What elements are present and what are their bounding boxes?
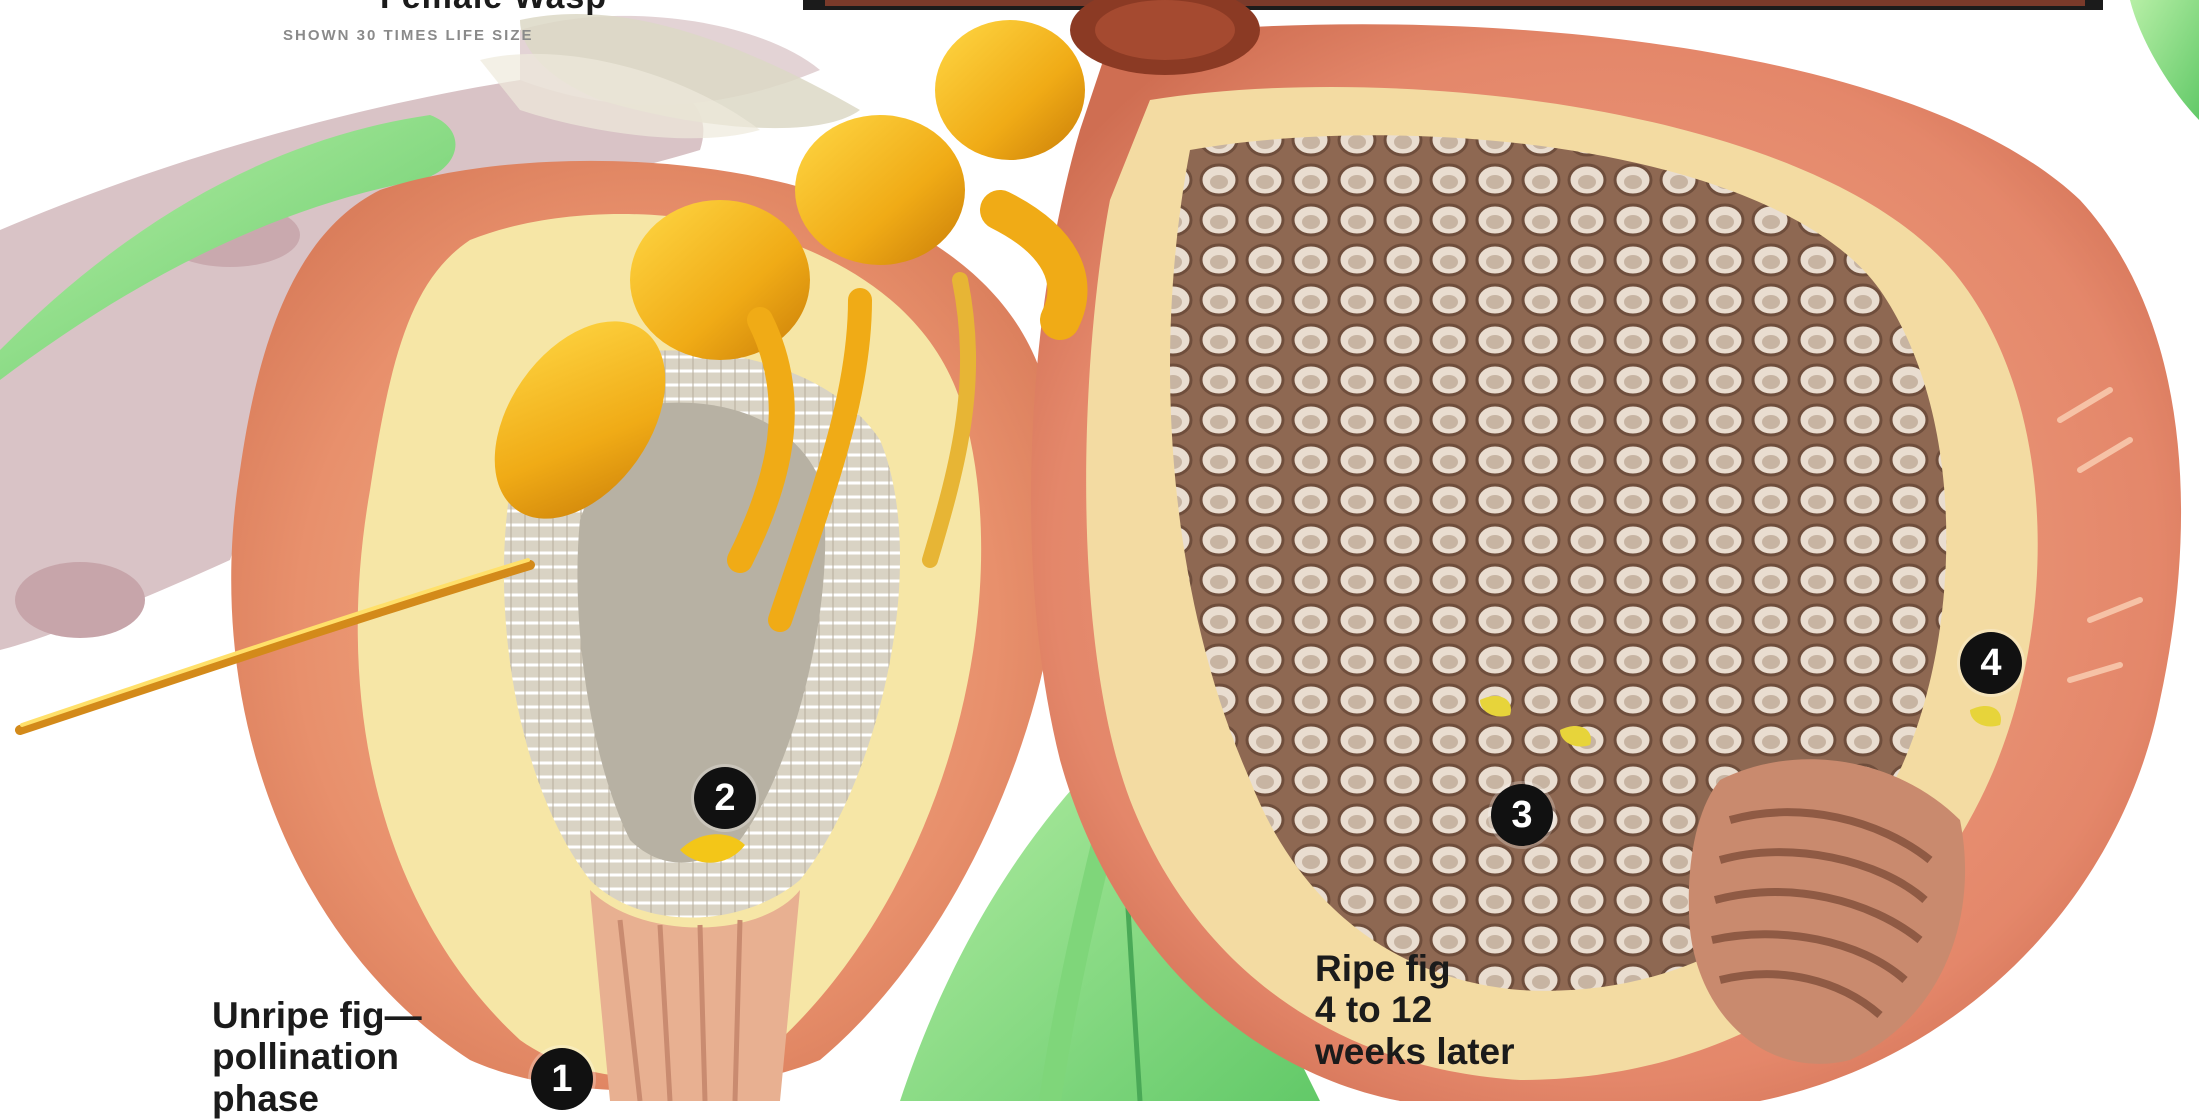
step-marker-3: 3 bbox=[1491, 784, 1553, 846]
header-subtitle: SHOWN 30 TIMES LIFE SIZE bbox=[283, 28, 534, 45]
unripe-label-line-1: Unripe fig— bbox=[212, 995, 422, 1036]
unripe-label-line-3: phase bbox=[212, 1078, 422, 1119]
ripe-fig bbox=[1031, 24, 2181, 1101]
ripe-label-line-3: weeks later bbox=[1315, 1031, 1515, 1072]
unripe-fig-label: Unripe fig— pollination phase bbox=[212, 995, 422, 1119]
step-marker-4: 4 bbox=[1960, 632, 2022, 694]
header-title: Female Wasp bbox=[380, 0, 607, 16]
step-marker-2: 2 bbox=[694, 767, 756, 829]
ripe-label-line-2: 4 to 12 bbox=[1315, 989, 1515, 1030]
ripe-fig-label: Ripe fig 4 to 12 weeks later bbox=[1315, 948, 1515, 1072]
unripe-label-line-2: pollination bbox=[212, 1036, 422, 1077]
ripe-label-line-1: Ripe fig bbox=[1315, 948, 1515, 989]
header-bar bbox=[803, 0, 2103, 10]
